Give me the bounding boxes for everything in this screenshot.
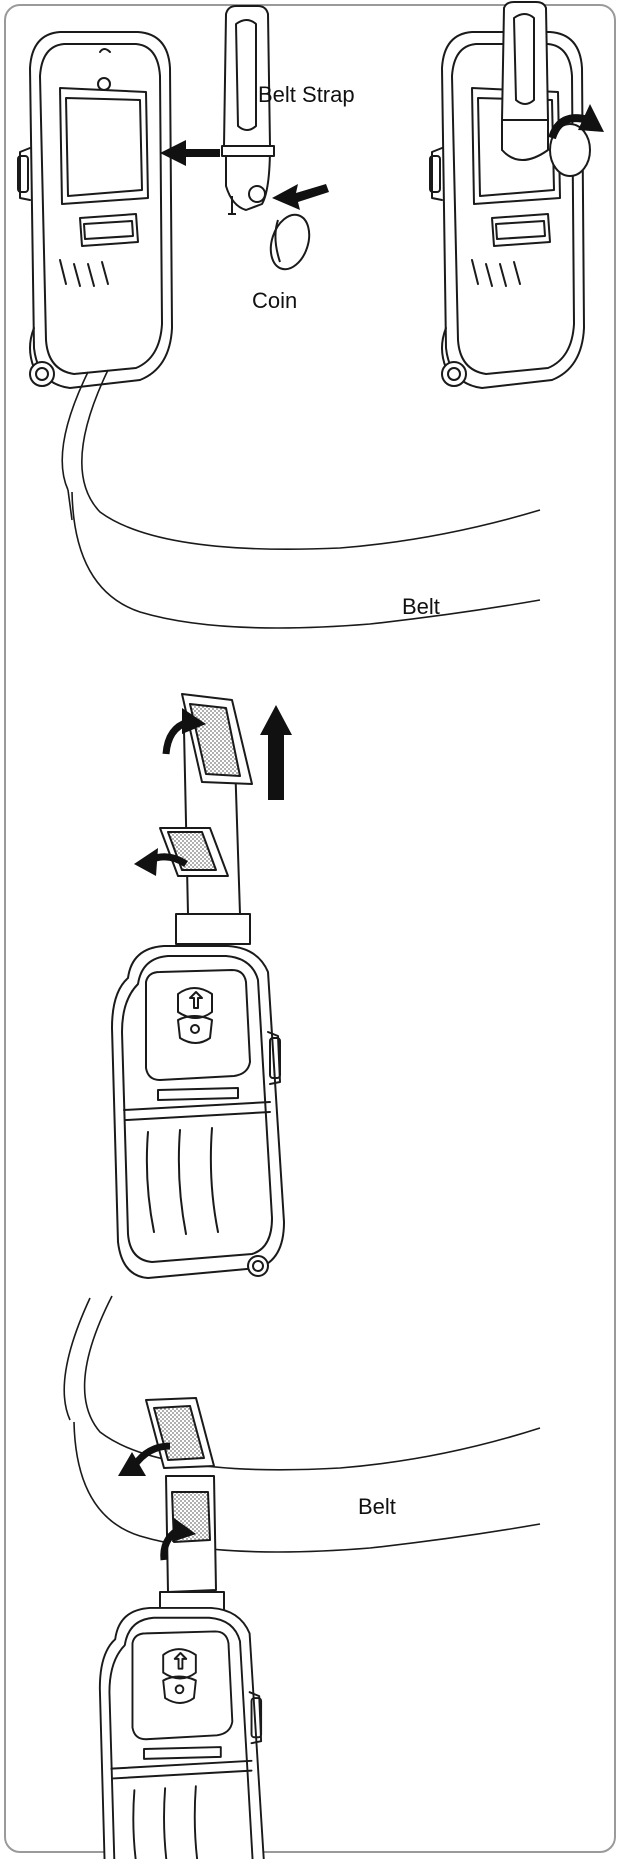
- belt-label-1: Belt: [402, 594, 440, 619]
- step3-strap: [146, 1398, 224, 1616]
- coin-icon: [264, 210, 316, 274]
- coin-arrow-icon: [272, 184, 329, 210]
- step2-printer: [112, 946, 284, 1278]
- coin-label: Coin: [252, 288, 297, 313]
- belt-illustration-1: [62, 370, 540, 628]
- belt-strap-label: Belt Strap: [258, 82, 355, 107]
- belt-strap-piece: [222, 6, 274, 214]
- step3-printer: [100, 1608, 265, 1859]
- lift-arrow-icon: [260, 705, 292, 800]
- belt-label-2: Belt: [358, 1494, 396, 1519]
- belt-illustration-2: [64, 1296, 540, 1552]
- step1-left-printer: [18, 32, 172, 388]
